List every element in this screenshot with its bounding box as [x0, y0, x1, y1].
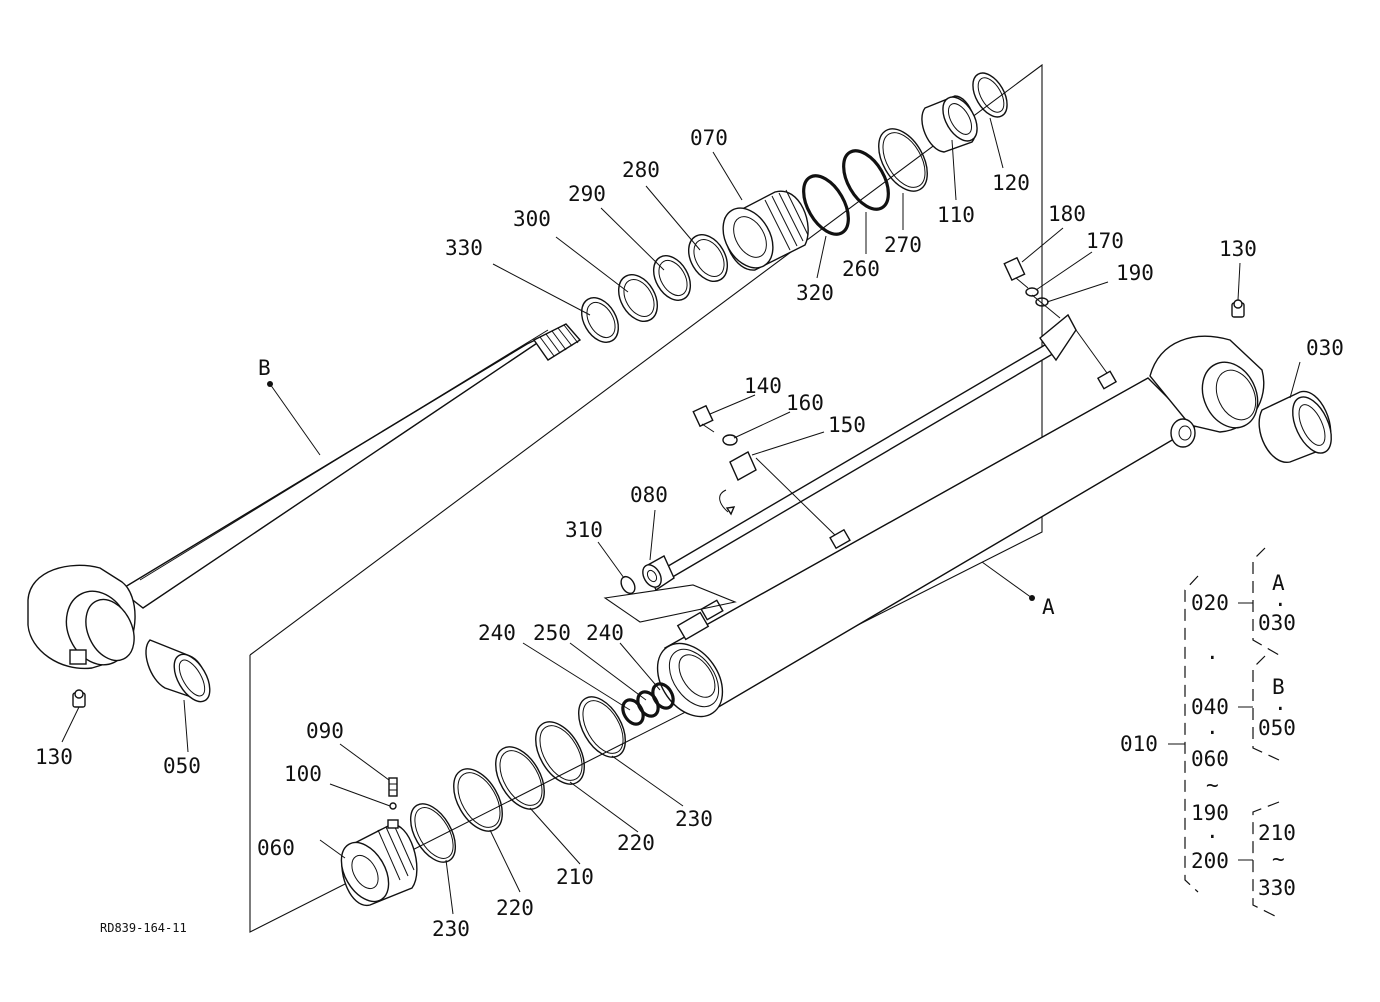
- label-marker-a: A: [1042, 595, 1055, 619]
- ball-100: [389, 802, 397, 810]
- tree-group-b-dot: ·: [1274, 697, 1287, 721]
- label-310: 310: [565, 518, 603, 542]
- cylinder-tube: [656, 335, 1265, 718]
- label-290: 290: [568, 182, 606, 206]
- tree-item-060: 060: [1191, 747, 1229, 771]
- label-080: 080: [630, 483, 668, 507]
- oring-240-right: [651, 682, 675, 710]
- set-screw-090: [388, 777, 398, 797]
- washer-160: [722, 434, 738, 446]
- label-240-left: 240: [478, 621, 516, 645]
- pipe-frame: [603, 584, 737, 623]
- tree-dot-2: ·: [1206, 721, 1219, 745]
- tree-item-200: 200: [1191, 849, 1229, 873]
- bushing-110: [921, 95, 978, 153]
- bolt-180: [1003, 256, 1029, 289]
- label-110: 110: [937, 203, 975, 227]
- label-210: 210: [556, 865, 594, 889]
- seal-290: [652, 255, 692, 301]
- cylinder-head-070: [722, 189, 809, 271]
- bolt-140: [692, 404, 715, 433]
- seal-210: [495, 746, 545, 810]
- tree-group-a-item: 030: [1258, 611, 1296, 635]
- tree-item-040: 040: [1191, 695, 1229, 719]
- tree-group-a-dot: ·: [1274, 593, 1287, 617]
- leader-lines: [61, 117, 1301, 915]
- grease-nipple-top: [1231, 299, 1245, 318]
- label-100: 100: [284, 762, 322, 786]
- label-230-lower: 230: [432, 917, 470, 941]
- assembly-tree: 010 020 · 040 · 060 ~ 190 · 200 A · 030 …: [1120, 547, 1296, 919]
- tree-dot-3: ·: [1206, 825, 1219, 849]
- clamp-150: [719, 451, 851, 550]
- label-220-upper: 220: [617, 831, 655, 855]
- label-190: 190: [1116, 261, 1154, 285]
- label-260: 260: [842, 257, 880, 281]
- tree-range-to: 330: [1258, 876, 1296, 900]
- label-240-right: 240: [586, 621, 624, 645]
- tree-dot-1: ·: [1206, 646, 1219, 670]
- tree-item-020: 020: [1191, 591, 1229, 615]
- label-070: 070: [690, 126, 728, 150]
- oring-320: [802, 174, 850, 236]
- drawing-code: RD839-164-11: [100, 921, 187, 935]
- label-marker-b: B: [258, 356, 271, 380]
- backup-ring-270: [878, 128, 928, 192]
- oring-310: [620, 575, 636, 595]
- seal-300: [617, 274, 659, 322]
- bushing-030: [1258, 390, 1332, 463]
- label-150: 150: [828, 413, 866, 437]
- pipe-080: [642, 294, 1118, 592]
- tree-range-from: 210: [1258, 821, 1296, 845]
- seal-220-lower: [453, 768, 503, 832]
- tree-group-b-marker: B: [1272, 675, 1285, 699]
- label-130-top: 130: [1219, 237, 1257, 261]
- label-030: 030: [1306, 336, 1344, 360]
- tree-item-190: 190: [1191, 801, 1229, 825]
- tree-root: 010: [1120, 732, 1158, 756]
- label-230-upper: 230: [675, 807, 713, 831]
- label-140: 140: [744, 374, 782, 398]
- marker-a-dot: [1029, 595, 1035, 601]
- seal-120: [972, 72, 1008, 118]
- label-160: 160: [786, 391, 824, 415]
- tree-tilde-1: ~: [1206, 773, 1219, 797]
- tree-range-tilde: ~: [1272, 847, 1285, 871]
- label-220-lower: 220: [496, 896, 534, 920]
- piston-rod: [118, 323, 582, 609]
- label-320: 320: [796, 281, 834, 305]
- tree-group-a-marker: A: [1272, 571, 1285, 595]
- label-300: 300: [513, 207, 551, 231]
- bushing-050: [145, 639, 211, 703]
- label-280: 280: [622, 158, 660, 182]
- label-330: 330: [445, 236, 483, 260]
- label-090: 090: [306, 719, 344, 743]
- oring-260: [842, 149, 890, 211]
- seal-220-upper: [535, 721, 585, 785]
- label-050: 050: [163, 754, 201, 778]
- label-180: 180: [1048, 202, 1086, 226]
- seal-230-upper: [577, 696, 627, 758]
- seal-280: [687, 234, 729, 282]
- grease-nipple-bottom: [72, 689, 86, 708]
- tree-group-b-item: 050: [1258, 716, 1296, 740]
- callout-labels: 330 300 290 280 070 320 260 270 110 120 …: [35, 126, 1344, 941]
- seal-230-lower: [409, 803, 457, 863]
- washer-170: [1025, 287, 1039, 297]
- label-120: 120: [992, 171, 1030, 195]
- label-060: 060: [257, 836, 295, 860]
- exploded-frame: [249, 63, 1043, 933]
- label-250: 250: [533, 621, 571, 645]
- piston-060: [340, 819, 418, 906]
- label-170: 170: [1086, 229, 1124, 253]
- seal-330: [580, 297, 620, 343]
- rod-eye: [27, 564, 136, 670]
- marker-b-dot: [267, 381, 273, 387]
- label-270: 270: [884, 233, 922, 257]
- label-130-bottom: 130: [35, 745, 73, 769]
